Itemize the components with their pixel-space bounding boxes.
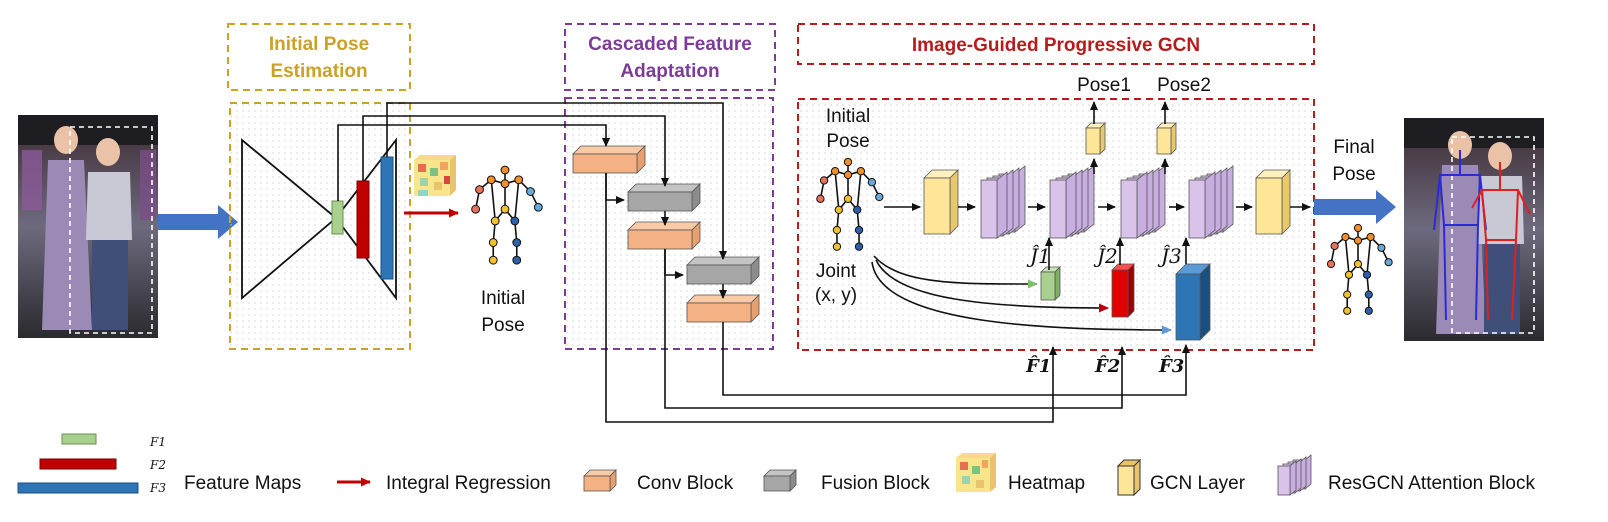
legend-gcn-swatch xyxy=(1117,465,1135,496)
gcn-layer-2 xyxy=(1255,169,1291,235)
legend-gcn-layer: GCN Layer xyxy=(1150,473,1246,494)
initial-pose-title-box xyxy=(227,23,411,91)
j3-label: Ĵ3 xyxy=(1157,243,1182,268)
legend-feature-maps: Feature Maps xyxy=(184,473,301,494)
f2-hat-label: F̂2 xyxy=(1094,355,1120,377)
legend-f2-label: F2 xyxy=(149,458,166,472)
legend-conv-box xyxy=(583,469,617,492)
initial-pose-skeleton xyxy=(471,165,543,265)
conv-block-1 xyxy=(572,145,646,174)
resgcn-block-2 xyxy=(1049,165,1095,239)
heatmap-block xyxy=(414,155,456,196)
gcn-initial-pose-skeleton xyxy=(816,157,884,251)
gcn-title-box xyxy=(797,23,1315,65)
legend-resgcn-swatch xyxy=(1277,454,1312,496)
legend-f3-label: F3 xyxy=(149,481,166,495)
legend: F1 F2 F3 Feature Maps Integral Regressio… xyxy=(17,433,1535,497)
pose1-label: Pose1 xyxy=(1077,75,1131,96)
resgcn-block-4 xyxy=(1188,165,1234,239)
f3-hat-label: F̂3 xyxy=(1158,355,1184,377)
fusion-block-2 xyxy=(686,256,760,285)
gcn-layer-1 xyxy=(923,169,959,235)
cascaded-body-box xyxy=(564,97,774,350)
j2-label: Ĵ2 xyxy=(1093,243,1118,268)
j1-label: Ĵ1 xyxy=(1026,243,1051,268)
input-photo xyxy=(18,115,158,338)
legend-f1-label: F1 xyxy=(149,435,166,449)
legend-f3-swatch xyxy=(17,482,139,494)
conv-block-2 xyxy=(627,221,701,250)
legend-conv-swatch xyxy=(583,469,617,492)
feature-f1-hat-block xyxy=(1040,266,1061,301)
pose1-gcn-layer xyxy=(1085,122,1106,155)
encoder-triangle xyxy=(241,138,338,300)
conv-block-3 xyxy=(686,294,760,323)
legend-integral-regression: Integral Regression xyxy=(386,473,551,494)
resgcn-block-3 xyxy=(1120,165,1166,239)
legend-conv-block: Conv Block xyxy=(637,473,734,494)
final-pose-skeleton xyxy=(1326,223,1393,315)
feature-f1-bar xyxy=(331,200,344,235)
legend-f2-swatch xyxy=(39,458,117,470)
feature-f2-bar xyxy=(356,180,370,259)
feature-f2-hat-block xyxy=(1111,263,1135,318)
initial-pose-body-box xyxy=(229,102,411,350)
pose2-gcn-layer xyxy=(1156,122,1177,155)
joint-label: Joint(x, y) xyxy=(815,261,857,306)
resgcn-block-1 xyxy=(980,165,1026,239)
f1-hat-label: F̂1 xyxy=(1025,355,1051,377)
legend-fusion-block: Fusion Block xyxy=(821,473,930,494)
legend-heatmap-swatch xyxy=(956,453,996,492)
pose2-label: Pose2 xyxy=(1157,75,1211,96)
cascaded-title-box xyxy=(564,23,776,91)
input-flow-arrow xyxy=(158,205,238,239)
legend-f1-swatch xyxy=(61,433,97,445)
legend-resgcn-block: ResGCN Attention Block xyxy=(1328,473,1535,494)
initial-pose-body-fill xyxy=(230,103,410,349)
legend-heatmap: Heatmap xyxy=(1008,473,1085,494)
legend-fusion-box xyxy=(763,469,797,492)
gcn-title: Image-Guided Progressive GCN xyxy=(912,35,1200,56)
legend-fusion-swatch xyxy=(763,469,797,492)
feature-f3-bar xyxy=(380,156,394,280)
fusion-block-1 xyxy=(627,183,701,212)
output-photo xyxy=(1404,118,1544,341)
output-flow-arrow xyxy=(1314,190,1396,224)
feature-f3-hat-block xyxy=(1175,263,1211,341)
